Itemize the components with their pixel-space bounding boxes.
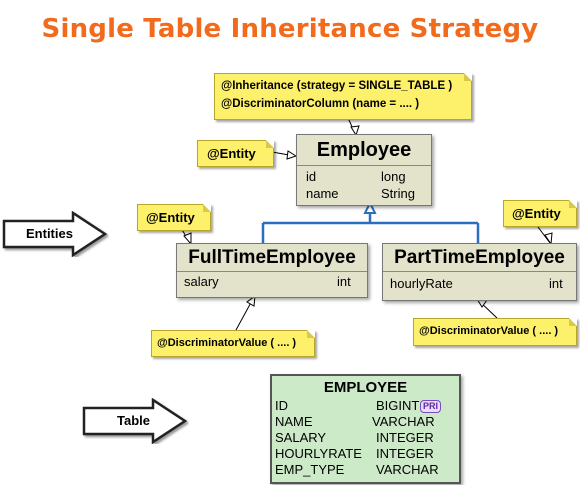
field-name: id [306, 169, 317, 184]
table-name: EMPLOYEE [323, 379, 408, 396]
field-type: long [381, 169, 406, 184]
column-type: VARCHAR [372, 414, 435, 429]
column-name: NAME [275, 414, 313, 429]
inheritance-arrowhead [363, 200, 377, 214]
column-type: INTEGER [376, 430, 434, 445]
inheritance-note-line1: @Inheritance (strategy = SINGLE_TABLE ) [221, 80, 453, 92]
entity-fulltime-name: FullTimeEmployee [188, 247, 356, 268]
entities-arrow: Entities [1, 211, 109, 257]
field-type: int [549, 276, 563, 291]
arrow-shape [2, 211, 108, 257]
inheritance-note: @Inheritance (strategy = SINGLE_TABLE ) … [214, 73, 472, 120]
arrow-shape [82, 398, 188, 444]
employee-table: EMPLOYEE ID BIGINT PRI NAME VARCHAR SALA… [270, 374, 461, 484]
inheritance-note-line2: @DiscriminatorColumn (name = .... ) [221, 98, 420, 110]
entity-employee-name: Employee [316, 139, 412, 161]
entities-label: Entities [26, 226, 73, 241]
field-type: int [337, 274, 351, 289]
column-name: HOURLYRATE [275, 446, 362, 461]
discriminator-note-fulltime: @DiscriminatorValue ( .... ) [151, 330, 315, 357]
primary-key-badge: PRI [420, 400, 442, 413]
entity-employee: Employee id long name String [296, 134, 432, 206]
entity-note-fulltime: @Entity [137, 204, 211, 231]
entity-parttime: PartTimeEmployee hourlyRate int [382, 243, 577, 301]
column-name: SALARY [275, 430, 327, 445]
entity-note-employee: @Entity [197, 140, 274, 167]
column-name: EMP_TYPE [275, 462, 345, 477]
field-name: salary [184, 274, 219, 289]
column-type: VARCHAR [376, 462, 439, 477]
table-label: Table [117, 413, 150, 428]
entity-parttime-name: PartTimeEmployee [394, 247, 565, 268]
entity-fulltime: FullTimeEmployee salary int [176, 243, 368, 298]
field-name: hourlyRate [390, 276, 453, 291]
entity-note-parttime: @Entity [503, 200, 577, 227]
discriminator-note-parttime: @DiscriminatorValue ( .... ) [413, 318, 577, 346]
column-type: INTEGER [376, 446, 434, 461]
table-arrow: Table [81, 398, 189, 444]
column-type: BIGINT [376, 398, 420, 413]
field-type: String [381, 186, 415, 201]
column-name: ID [275, 398, 288, 413]
field-name: name [306, 186, 339, 201]
diagram-title: Single Table Inheritance Strategy [41, 14, 539, 44]
